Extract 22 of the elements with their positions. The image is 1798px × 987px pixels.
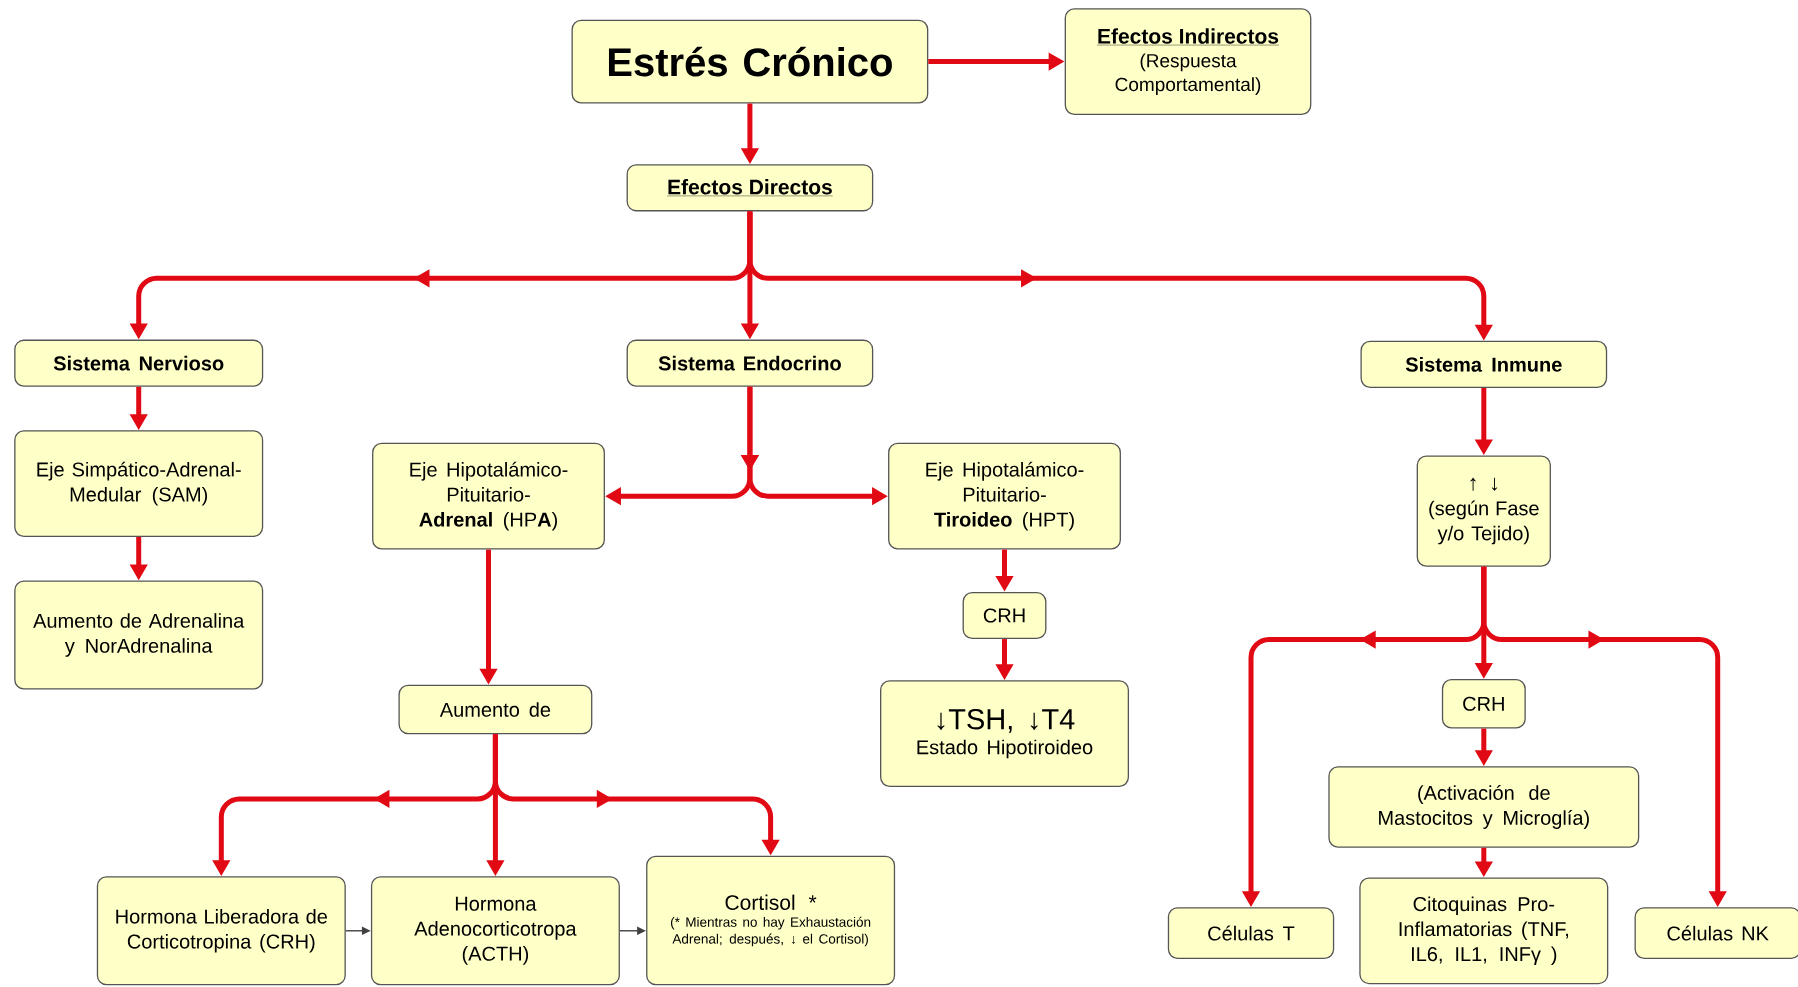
text-box: Células NK bbox=[1634, 907, 1798, 959]
text-box: Cortisol * (* Mientras no hay Exhaustación Adrenal; después, ↓ el Cortisol) bbox=[646, 855, 896, 986]
text-box: Eje Hipotalámico-Pituitario-Tiroideo (HPT) bbox=[888, 442, 1121, 550]
text-box: Sistema Inmune bbox=[1360, 340, 1608, 388]
text-box: Aumento de bbox=[398, 684, 593, 735]
text-box: Eje Hipotalámico-Pituitario-Adrenal (HPA) bbox=[372, 442, 605, 550]
text-box: Sistema Endocrino bbox=[626, 339, 874, 387]
text-box: Aumento de Adrenalina y NorAdrenalina bbox=[14, 580, 264, 690]
text-box: CRH bbox=[962, 591, 1047, 640]
text-box: Efectos Indirectos (Respuesta Comportamental) bbox=[1064, 8, 1312, 115]
text-box: Efectos Directos bbox=[626, 164, 874, 212]
text-box: CRH bbox=[1441, 679, 1526, 729]
text-box: Citoquinas Pro-Inflamatorias (TNF, IL6, IL1, INFγ ) bbox=[1359, 877, 1609, 985]
text-box: ↓TSH, ↓T4 Estado Hipotiroideo bbox=[880, 680, 1129, 787]
text-box: ↑ ↓ (según Fase y/o Tejido) bbox=[1416, 455, 1551, 567]
text-box: Eje Simpático-Adrenal-Medular (SAM) bbox=[14, 430, 264, 537]
text-box: Hormona Adenocorticotropa (ACTH) bbox=[370, 876, 620, 986]
text-box: Hormona Liberadora de Corticotropina (CRH) bbox=[96, 876, 346, 986]
text-box: Células T bbox=[1167, 907, 1335, 959]
text-box: (Activación de Mastocitos y Microglía) bbox=[1328, 766, 1640, 848]
text-box: Sistema Nervioso bbox=[14, 339, 264, 387]
text-box: Estrés Crónico bbox=[571, 19, 929, 104]
